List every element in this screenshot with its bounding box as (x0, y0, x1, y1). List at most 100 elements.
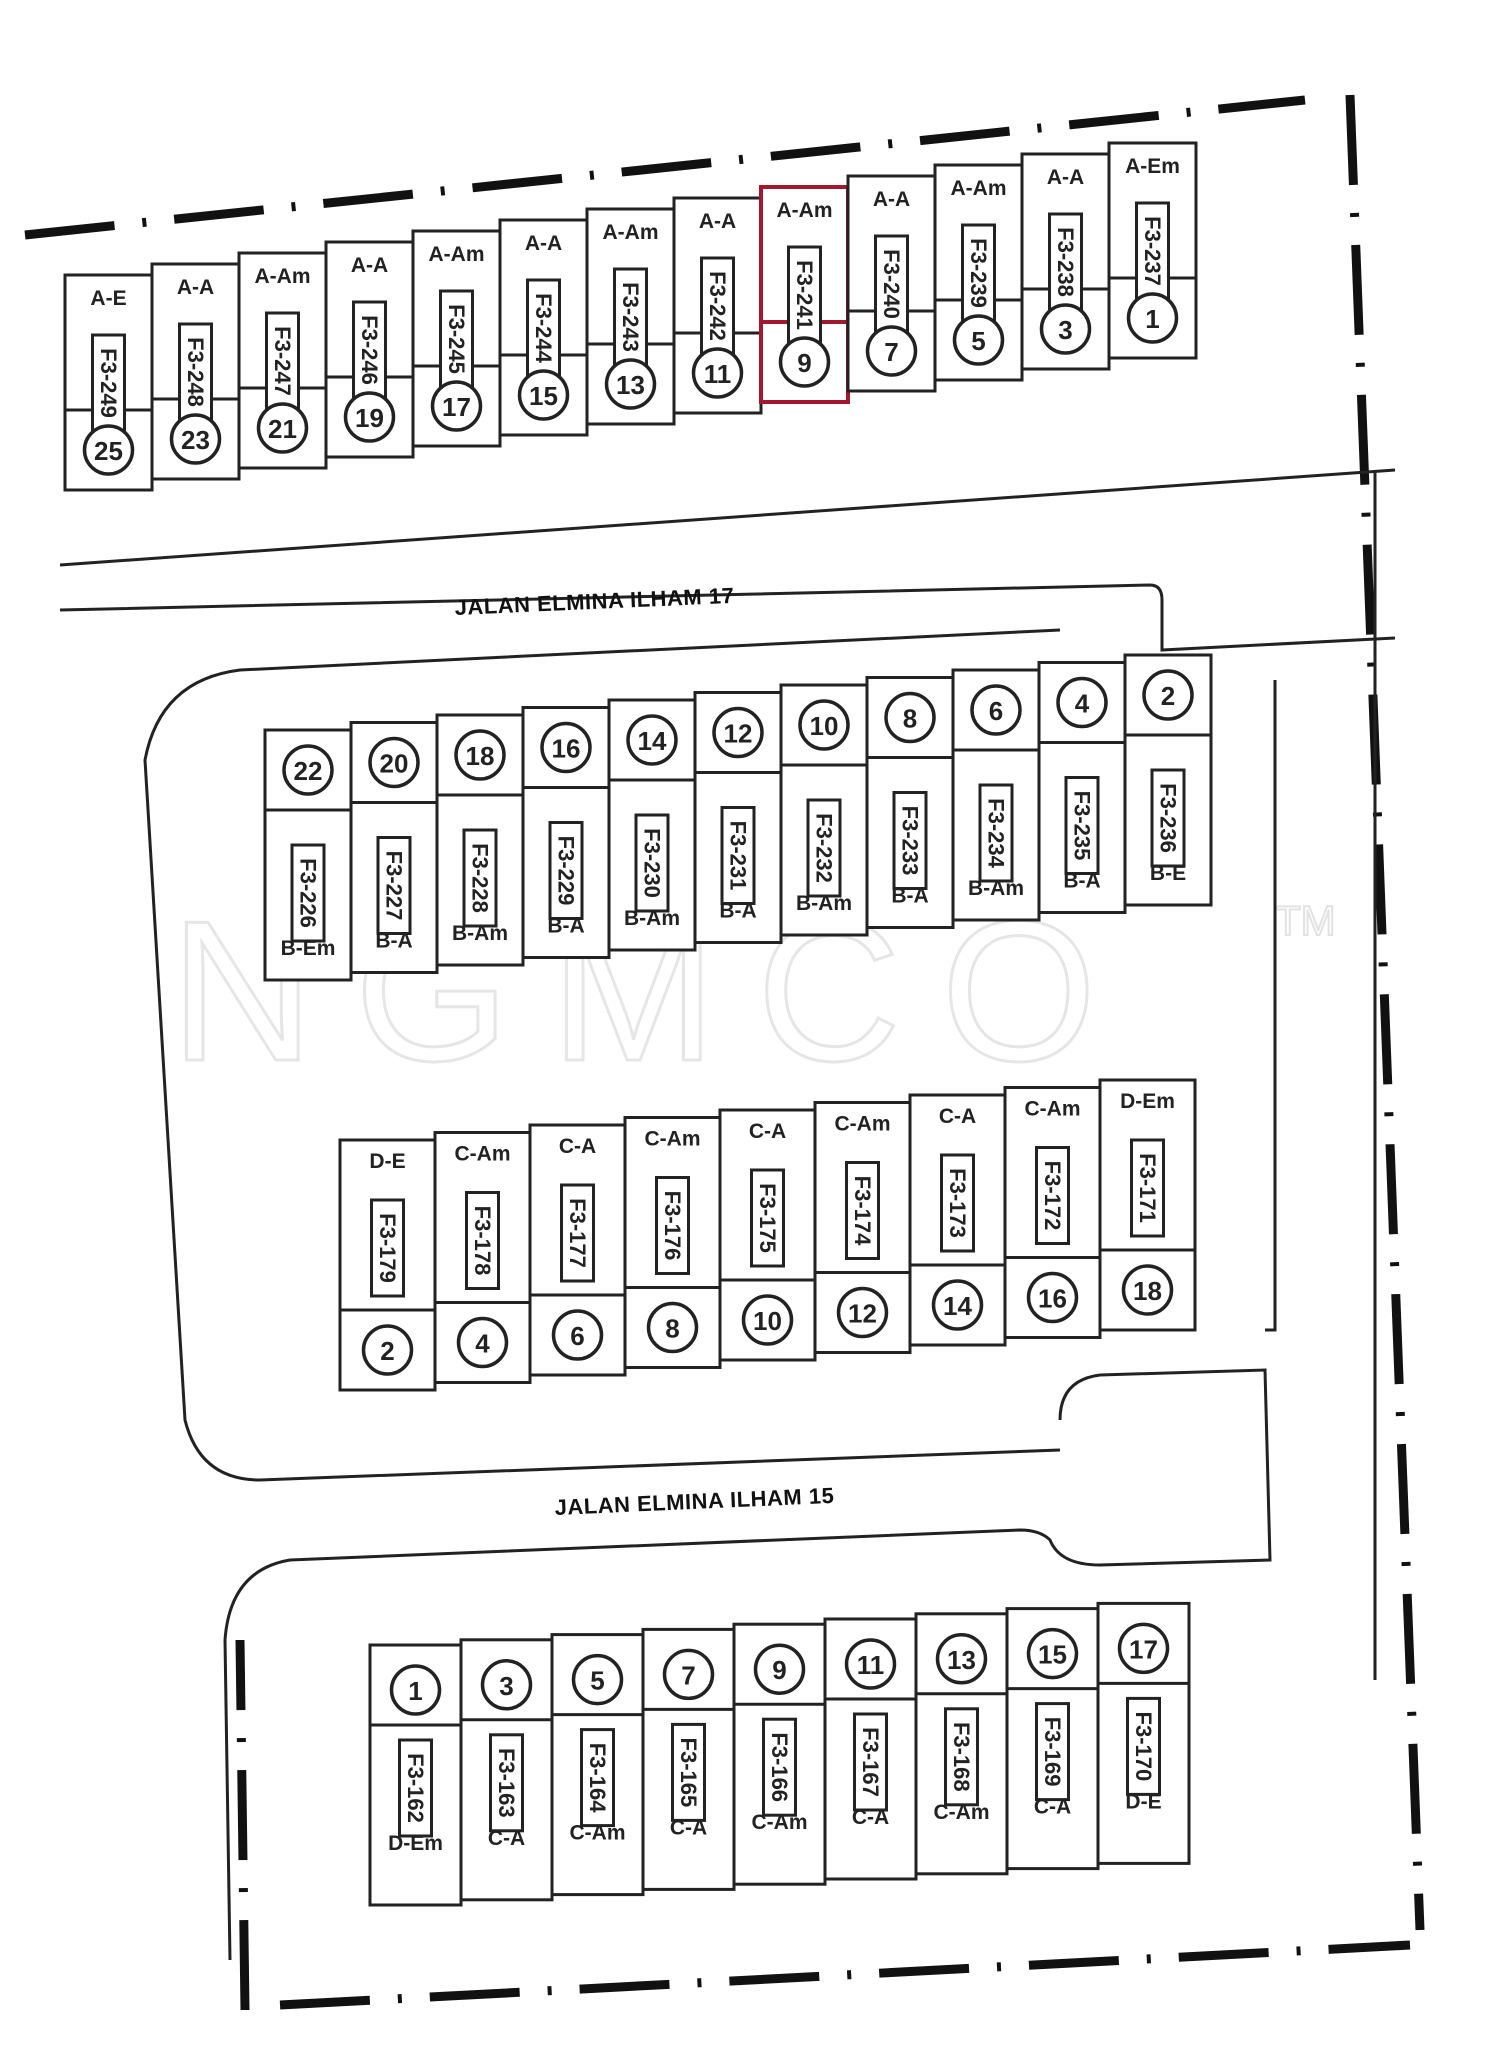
house-number: 15 (529, 381, 558, 411)
house-number: 3 (1058, 315, 1072, 345)
house-number-circle (691, 347, 744, 399)
lot-type: C-Am (570, 1822, 626, 1845)
watermark-tm: TM (1275, 897, 1336, 944)
house-number-circle (1026, 1271, 1079, 1324)
lot-id: F3-243 (618, 282, 643, 352)
lot-id: F3-167 (858, 1727, 883, 1797)
lot-type: A-A (699, 210, 736, 233)
house-number-circle (952, 314, 1005, 366)
lot-id-box (1130, 1138, 1165, 1238)
lot-id-box (1135, 201, 1170, 301)
house-number-circle (712, 706, 764, 759)
house-number: 9 (797, 348, 811, 378)
lot-type: A-A (1047, 166, 1084, 189)
lot-id: F3-177 (565, 1198, 590, 1268)
lot[interactable]: F3-177 C-A 6 (528, 1123, 627, 1377)
lot-type: C-A (559, 1135, 596, 1158)
house-number: 5 (590, 1666, 604, 1696)
house-number-circle (389, 1664, 442, 1716)
lot-type: A-Am (951, 177, 1007, 200)
house-number: 11 (857, 1650, 885, 1680)
lot-id: F3-246 (357, 315, 382, 385)
lot-id-box (671, 1722, 706, 1822)
house-number: 23 (181, 425, 210, 455)
lot-type: B-E (1150, 862, 1186, 885)
lot-type: A-A (873, 188, 910, 211)
house-number: 5 (971, 326, 985, 356)
house-number: 12 (724, 719, 753, 749)
lot-type: B-Am (624, 907, 680, 930)
house-number-circle (1126, 292, 1179, 344)
lot-type: A-E (90, 287, 126, 310)
house-number: 4 (475, 1329, 490, 1359)
house-number-circle (571, 1653, 624, 1706)
lot-type: A-A (177, 276, 214, 299)
house-number: 3 (499, 1671, 513, 1701)
site-boundary (24, 94, 1425, 2011)
lot-type: A-Am (603, 221, 659, 244)
house-number-circle (626, 714, 678, 766)
lot-row: F3-249A-E25F3-248A-A23F3-247A-Am21F3-246… (63, 141, 1198, 492)
lot-id-box (376, 836, 412, 935)
lot-type: B-Am (968, 877, 1024, 900)
lot-id-box (845, 1161, 880, 1260)
house-number-circle (884, 691, 936, 744)
lot-id-box (352, 300, 387, 400)
house-number: 6 (570, 1321, 584, 1351)
lot-rows: F3-249A-E25F3-248A-A23F3-247A-Am21F3-246… (63, 141, 1213, 1907)
house-number-circle (1056, 676, 1108, 729)
house-number: 7 (681, 1660, 695, 1690)
lot-id-box (655, 1176, 690, 1275)
house-number-circle (604, 358, 657, 410)
lot-id: F3-170 (1131, 1712, 1156, 1782)
house-number: 8 (903, 704, 917, 734)
house-number-circle (935, 1633, 988, 1685)
house-number: 22 (294, 756, 323, 786)
house-number-circle (798, 699, 850, 751)
lot-id-box (178, 322, 213, 422)
house-number: 21 (268, 414, 297, 444)
lot-row: F3-162D-Em1F3-163C-A3F3-164C-Am5F3-165C-… (368, 1601, 1191, 1907)
